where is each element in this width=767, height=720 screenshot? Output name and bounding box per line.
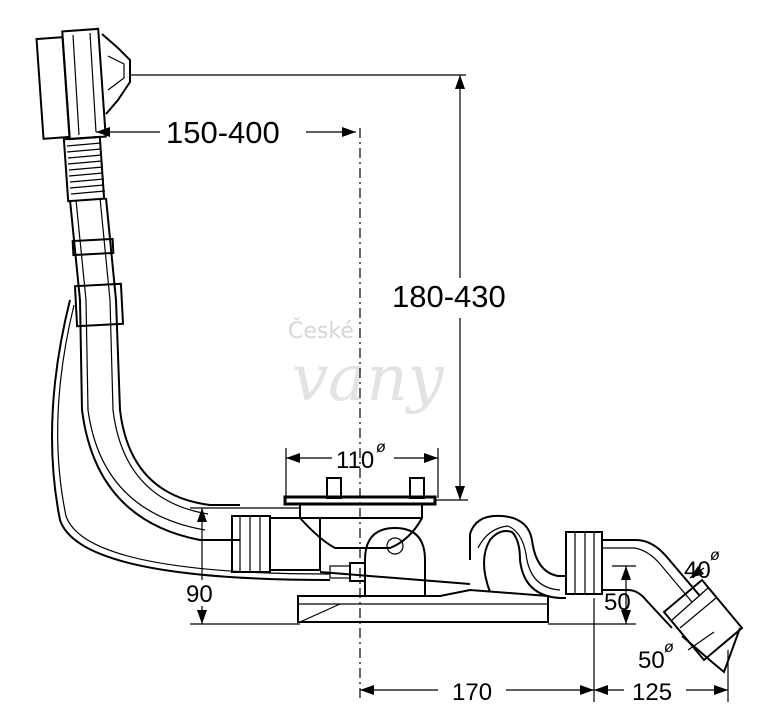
dim-overflow-reach: 150-400 <box>166 115 280 150</box>
watermark-line1: České <box>288 318 354 344</box>
overflow-head <box>35 27 131 141</box>
dimension-labels: 150-400 180-430 110 ø 40 ø 50 ø 90 50 17… <box>166 115 720 706</box>
dim-outlet-diameter: 50 <box>638 647 665 674</box>
dimension-lines <box>96 74 729 702</box>
overflow-flex-hose <box>62 135 106 203</box>
dim-waste-diameter: 110 <box>336 447 374 474</box>
dim-outlet-diameter-symbol: ø <box>664 639 674 656</box>
watermark: České vany <box>288 318 445 416</box>
dim-outlet-offset: 170 <box>452 679 492 706</box>
dim-body-height: 90 <box>186 581 213 608</box>
dim-outlet-angle-diameter: 40 <box>684 557 711 584</box>
dim-height-range: 180-430 <box>392 279 506 314</box>
overflow-tube <box>51 197 331 581</box>
dim-outlet-length: 125 <box>632 679 672 706</box>
dim-outlet-angle-diameter-symbol: ø <box>710 547 720 564</box>
dim-outlet-height: 50 <box>604 589 631 616</box>
outlet-bend <box>469 514 744 674</box>
dim-waste-diameter-symbol: ø <box>376 439 386 456</box>
watermark-line2: vany <box>292 342 445 416</box>
waste-body <box>231 477 549 623</box>
